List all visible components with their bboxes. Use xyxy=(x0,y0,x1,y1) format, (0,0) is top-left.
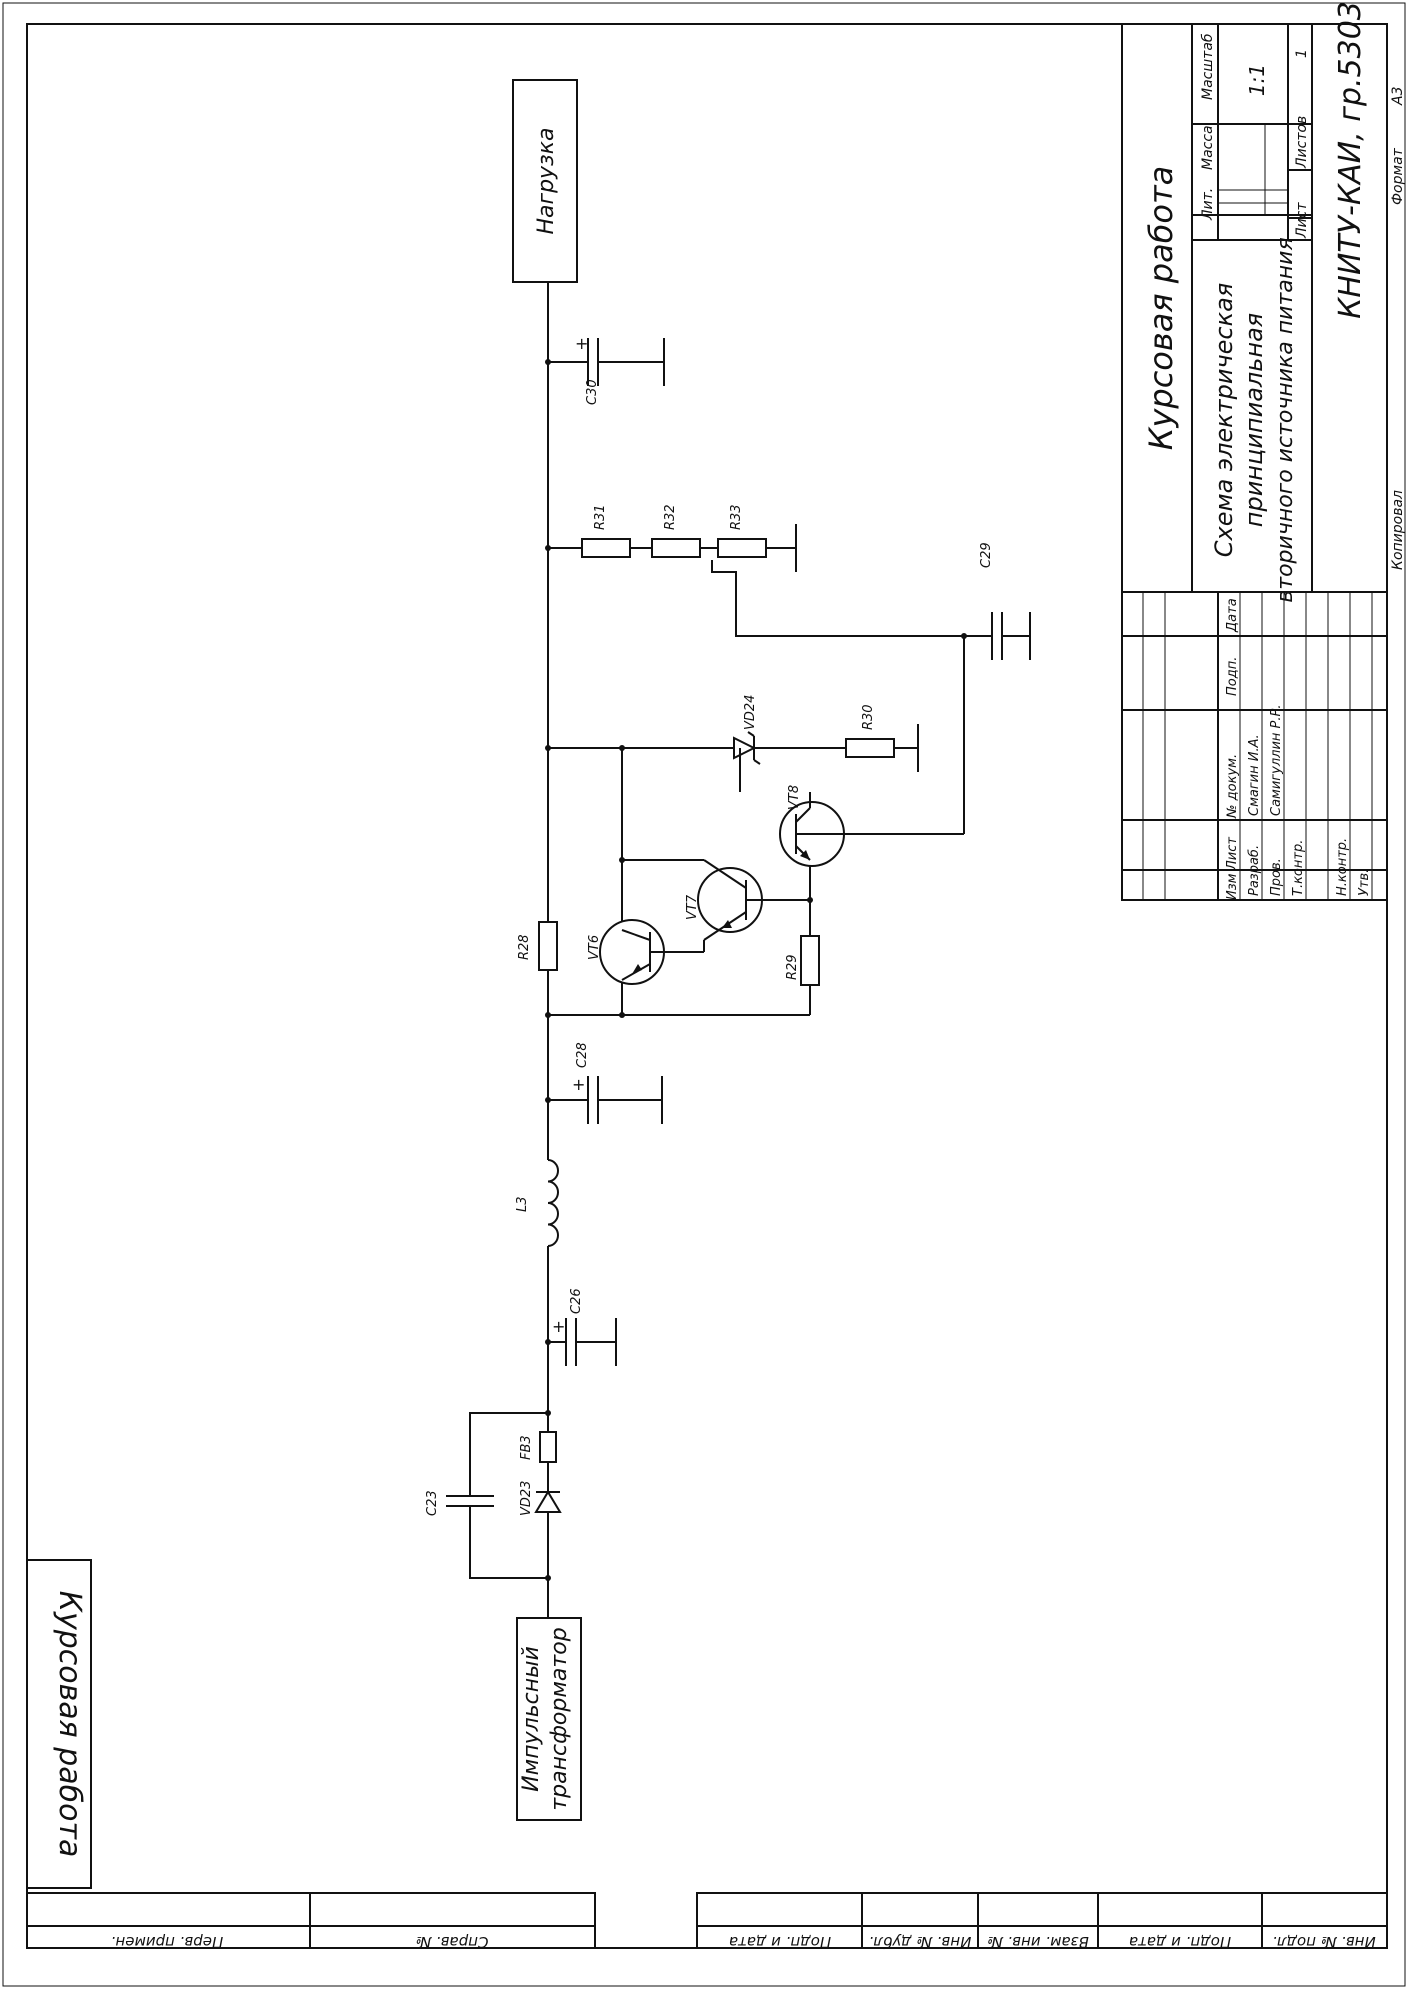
side-title: Курсовая работа xyxy=(52,1591,87,1858)
stamp-sprav-no: Справ. № xyxy=(416,1933,489,1951)
side-title-box xyxy=(26,1559,92,1889)
c26-capacitor: + C26 xyxy=(548,1288,617,1366)
tb-format-label: Формат xyxy=(1390,147,1406,205)
vt6-label: VT6 xyxy=(587,935,602,960)
r33-label: R33 xyxy=(729,504,744,530)
load-block xyxy=(512,79,578,283)
c26-label: C26 xyxy=(569,1288,584,1314)
tb-doc-title-3: вторичного источника питания xyxy=(1273,237,1298,602)
c29-capacitor: C29 xyxy=(964,542,1031,660)
tb-role-utv: Утв. xyxy=(1357,869,1372,896)
tb-name-2: Самигуллин Р.Р. xyxy=(1269,705,1284,816)
tb-organization: КНИТУ-КАИ, гр.5303 xyxy=(1333,1,1368,319)
r31-r32-r33-divider: R31 R32 R33 xyxy=(548,504,964,637)
vd24-zener: VD24 xyxy=(548,695,846,765)
stamp-inv-dubl: Инв. № дубл. xyxy=(869,1933,972,1951)
title-block: Курсовая работа Схема электрическая прин… xyxy=(1121,1,1406,901)
vd24-label: VD24 xyxy=(743,695,758,730)
tb-hdr-date: Дата xyxy=(1225,598,1240,633)
stamp-inv-podl: Инв. № подл. xyxy=(1272,1933,1375,1951)
tb-format-value: A3 xyxy=(1390,87,1406,106)
c23-label: C23 xyxy=(425,1490,440,1516)
stamp-podp-data-2: Подп. и дата xyxy=(1129,1933,1231,1951)
svg-text:+: + xyxy=(572,1075,585,1094)
l3-label: L3 xyxy=(515,1196,530,1212)
tb-copied: Копировал xyxy=(1390,490,1406,570)
tb-col-lit: Лит. xyxy=(1200,188,1216,221)
r30-label: R30 xyxy=(861,704,876,730)
tb-name-1: Смагин И.А. xyxy=(1247,734,1262,816)
r32-label: R32 xyxy=(663,504,678,530)
transformer-block xyxy=(516,1617,582,1821)
bottom-stamp-strip: Перв. примен. Справ. № Подп. и дата Инв.… xyxy=(26,1892,1388,1951)
r28-resistor: R28 xyxy=(517,921,558,971)
r30-resistor: R30 xyxy=(845,704,919,772)
tb-role-tkontr: Т.контр. xyxy=(1291,840,1306,896)
inner-frame xyxy=(26,23,1388,1949)
c30-capacitor: + C30 xyxy=(548,334,665,405)
tb-sheets-value: 1 xyxy=(1294,49,1310,58)
vt7-transistor: VT7 xyxy=(685,859,763,941)
load-label: Нагрузка xyxy=(534,127,559,234)
tb-sheet-label: Лист xyxy=(1294,202,1310,239)
tb-role-razrab: Разраб. xyxy=(1247,845,1262,896)
tb-scale-value: 1:1 xyxy=(1245,64,1269,96)
tb-hdr-podp: Подп. xyxy=(1225,657,1240,696)
fb3-ferrite-bead: FB3 xyxy=(519,1431,557,1463)
fb3-label: FB3 xyxy=(519,1435,534,1460)
tb-doc-title-1: Схема электрическая xyxy=(1210,283,1238,558)
vd23-diode: VD23 xyxy=(519,1481,562,1516)
l3-inductor: L3 xyxy=(515,1159,559,1247)
stamp-vzam-inv: Взам. инв. № xyxy=(987,1933,1089,1951)
transformer-label-2: трансформатор xyxy=(547,1627,572,1810)
c28-capacitor: + C28 xyxy=(548,1042,663,1124)
vt7-label: VT7 xyxy=(685,894,700,920)
vd23-label: VD23 xyxy=(519,1481,534,1516)
tb-hdr-doc: № докум. xyxy=(1225,754,1240,819)
r28-label: R28 xyxy=(517,934,532,960)
tb-role-nkontr: Н.контр. xyxy=(1335,838,1350,896)
stamp-perv-primen: Перв. примен. xyxy=(111,1933,224,1951)
tb-col-scale: Масштаб xyxy=(1200,33,1216,100)
r31-label: R31 xyxy=(593,504,608,530)
vt6-transistor: VT6 xyxy=(587,919,704,985)
tb-work-title: Курсовая работа xyxy=(1142,166,1180,451)
transformer-label-1: Импульсный xyxy=(519,1646,544,1792)
c28-label: C28 xyxy=(575,1042,590,1068)
tb-hdr-izm: Изм xyxy=(1225,873,1240,900)
svg-text:+: + xyxy=(575,334,588,353)
vt8-label: VT8 xyxy=(787,785,802,810)
c30-label: C30 xyxy=(585,379,600,405)
tb-hdr-list: Лист xyxy=(1225,837,1240,871)
svg-text:+: + xyxy=(552,1317,565,1336)
schematic: Нагрузка Импульсный трансформатор + xyxy=(425,79,1031,1821)
c29-label: C29 xyxy=(979,542,994,568)
r29-label: R29 xyxy=(785,954,800,980)
tb-col-mass: Масса xyxy=(1200,125,1216,170)
tb-sheets-label: Листов xyxy=(1294,116,1310,169)
vt8-transistor: VT8 xyxy=(779,785,852,867)
tb-doc-title-2: принципиальная xyxy=(1240,313,1268,527)
tb-role-prov: Пров. xyxy=(1269,858,1284,896)
r29-resistor: R29 xyxy=(785,935,820,986)
c23-capacitor: C23 xyxy=(425,1412,548,1579)
stamp-podp-data-1: Подп. и дата xyxy=(729,1933,831,1951)
